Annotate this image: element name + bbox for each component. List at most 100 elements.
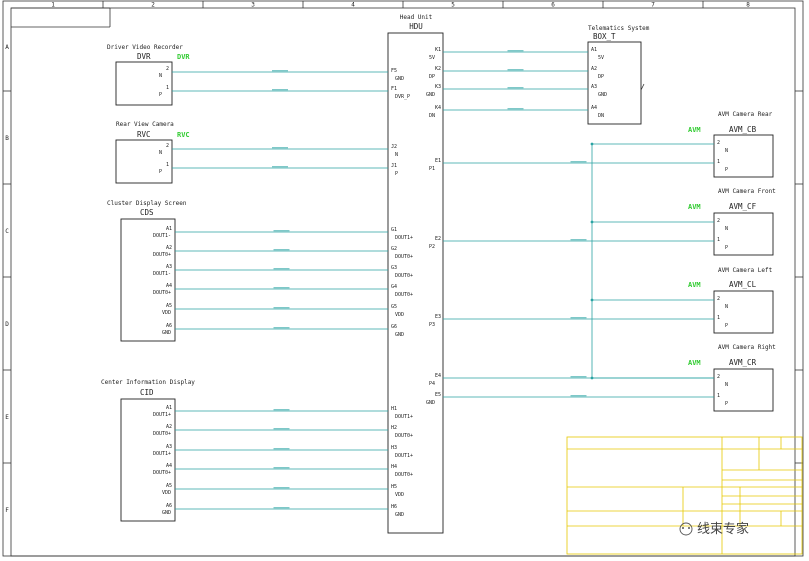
hdu-left-pin-signal: VDD [395,492,404,498]
avm-camera-rear: AVM Camera Rear AVM_CB AVM [688,111,774,178]
hdu-left-pin-number: G5 [391,304,397,310]
hdu-left-pin-number: J1 [391,163,397,169]
dvr-pin-signal: N [159,73,162,79]
column-label: 2 [151,2,155,9]
cds-pin-signal: DOUT0+ [153,290,171,296]
hdu-right-pin-number: E4 [435,373,441,379]
cds-pin-signal: DOUT0+ [153,252,171,258]
avm-pin-number: 2 [717,296,720,302]
hdu-left-pin-number: J2 [391,144,397,150]
avm-box [713,212,774,256]
cid-pin-number: A6 [166,503,172,509]
cds-pin-signal: DOUT1- [153,233,171,239]
cid-pin-number: A3 [166,444,172,450]
box-pin-signal: DN [598,113,604,119]
cds-pin-number: A3 [166,264,172,270]
box-pin-signal: GND [598,92,607,98]
avm-pin-number: 2 [717,140,720,146]
rvc-name: RVC [137,130,151,139]
cid-pin-signal: VDD [162,490,171,496]
avm-pin-signal: N [725,382,728,388]
avm-box [713,368,774,412]
dvr-box [115,61,173,106]
cid-box [120,398,176,522]
avm-box [713,290,774,334]
hdu-box [387,32,444,534]
watermark: 线束专家 [679,521,749,537]
avm-pin-signal: P [725,323,728,329]
wechat-icon [679,522,693,536]
hdu-right-pin-signal: P4 [429,381,435,387]
column-label: 8 [746,2,750,9]
hdu-right-pin-signal: DP [429,74,435,80]
hdu-right-pin-number: E3 [435,314,441,320]
hdu-title: Head Unit [400,14,433,21]
row-markers: A B C D E F [3,44,803,514]
dvr-pin-number: 1 [166,85,169,91]
rvc-tag: RVC [177,131,190,139]
telematics-component: Telematics System BOX_T [587,25,650,125]
hdu-right-pin-signal: DN [429,113,435,119]
hdu-right-pin-signal: 5V [429,55,435,61]
cid-pin-signal: DOUT0+ [153,431,171,437]
hdu-left-pin-number: F1 [391,86,397,92]
hdu-right-pin-number: K4 [435,105,441,111]
column-markers: 1 2 3 4 5 6 7 8 [51,1,750,9]
hdu-left-pin-number: H4 [391,464,397,470]
hdu-right-pin-signal: P3 [429,322,435,328]
avm-pin-number: 2 [717,218,720,224]
row-label: B [5,135,9,142]
hdu-left-pin-signal: DOUT0+ [395,292,413,298]
cds-box [120,218,176,342]
box-name: BOX_T [593,32,616,41]
rvc-title: Rear View Camera [116,121,174,128]
hdu-left-pin-number: H2 [391,425,397,431]
avm-tag: AVM [688,281,701,289]
column-label: 1 [51,2,55,9]
hdu-left-pin-signal: DOUT1+ [395,235,413,241]
cid-title: Center Information Display [101,379,195,386]
avm-tag: AVM [688,203,701,211]
cid-pin-signal: DOUT1+ [153,412,171,418]
cds-pin-number: A6 [166,323,172,329]
cid-pin-signal: DOUT0+ [153,470,171,476]
hdu-left-pin-signal: N [395,152,398,158]
cid-pin-number: A5 [166,483,172,489]
hdu-right-pin-number: E2 [435,236,441,242]
hdu-name: HDU [409,22,423,31]
hdu-right-pin-signal: GND [426,400,435,406]
hdu-right-pin-number: K1 [435,47,441,53]
dvr-pin-signal: P [159,92,162,98]
avm-name: AVM_CF [729,202,757,211]
box-rect [587,41,642,125]
cds-pin-signal: GND [162,330,171,336]
splice-dot [590,220,594,224]
hdu-left-pin-signal: DOUT1+ [395,453,413,459]
avm-pin-number: 2 [717,374,720,380]
hdu-left-pin-number: H5 [391,484,397,490]
hdu-left-pin-signal: GND [395,332,404,338]
hdu-left-pin-signal: DOUT0+ [395,433,413,439]
dvr-title: Driver Video Recorder [107,44,183,51]
box-title: Telematics System [588,25,650,32]
cds-pin-signal: DOUT1- [153,271,171,277]
cds-component: Cluster Display Screen CDS [107,200,187,342]
hdu-left-pin-number: H6 [391,504,397,510]
box-pin-number: A3 [591,84,597,90]
hdu-right-pin-number: E5 [435,392,441,398]
cds-name: CDS [140,208,154,217]
rvc-pin-number: 1 [166,162,169,168]
hdu-left-pin-number: H3 [391,445,397,451]
hdu-right-pin-signal: P1 [429,166,435,172]
hdu-left-pin-number: G3 [391,265,397,271]
column-label: 6 [551,2,555,9]
row-label: C [5,228,9,235]
cid-name: CID [140,388,154,397]
box-pin-number: A1 [591,47,597,53]
avm-title: AVM Camera Left [718,267,773,274]
avm-camera-right: AVM Camera Right AVM_CR AVM [688,344,776,412]
splice-dot [590,376,594,380]
cid-component: Center Information Display CID [101,379,195,522]
title-block [566,436,803,555]
avm-pin-signal: P [725,167,728,173]
